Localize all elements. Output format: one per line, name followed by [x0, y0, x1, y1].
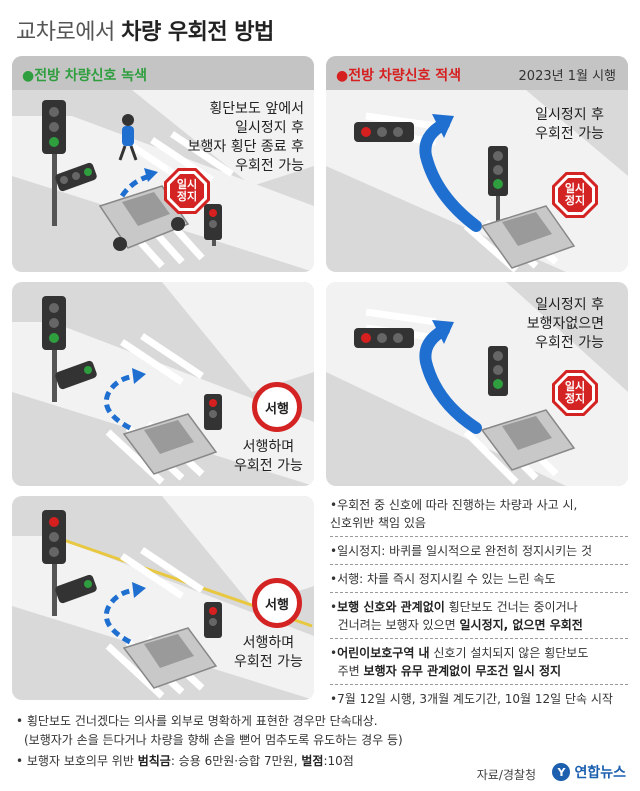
note-line: •어린이보호구역 내 신호기 설치되지 않은 횡단보도 [330, 646, 589, 660]
note-item: •우회전 중 신호에 따라 진행하는 차량과 사고 시, 신호위반 책임 있음 [330, 496, 630, 532]
source-credit: 자료/경찰청 [476, 768, 536, 782]
note-emphasis: 일시정지, 없으면 우회전 [459, 618, 583, 632]
note-text: 주변 [337, 664, 364, 678]
caption-line: 횡단보도 앞에서 [209, 101, 304, 117]
panel-red-scene [326, 90, 628, 272]
green-signal-label: ●전방 차량신호 녹색 [22, 68, 148, 84]
note-line: 신호위반 책임 있음 [330, 516, 426, 530]
caption-line: 보행자없으면 [526, 316, 604, 332]
note-item: •어린이보호구역 내 신호기 설치되지 않은 횡단보도 주변 보행자 유무 관계… [330, 644, 630, 680]
panel-slow-2: 서행 서행하며 우회전 가능 [12, 496, 314, 700]
footnote-3: • 보행자 보호의무 위반 범칙금: 승용 6만원·승합 7만원, 벌점:10점 [16, 752, 354, 770]
red-signal-label: ●전방 차량신호 적색 [336, 68, 462, 84]
panel-slow-2-caption: 서행하며 우회전 가능 [234, 634, 303, 672]
note-line: •보행 신호와 관계없이 횡단보도 건너는 중이거나 [330, 600, 578, 614]
stop-sign-icon: 일시정지 [552, 370, 598, 416]
slow-sign-text: 서행 [265, 597, 289, 613]
fine-text: • 보행자 보호의무 위반 [16, 754, 138, 768]
caption-line: 일시정지 후 [235, 120, 304, 136]
divider [330, 684, 628, 685]
footnote-1: • 횡단보도 건너겠다는 의사를 외부로 명확하게 표현한 경우만 단속대상. [16, 714, 378, 728]
footnote-2: (보행자가 손을 든다거나 차량을 향해 손을 뻗어 멈추도록 유도하는 경우 … [24, 733, 403, 747]
note-item: •보행 신호와 관계없이 횡단보도 건너는 중이거나 건너려는 보행자 있으면 … [330, 598, 630, 634]
note-line: •일시정지: 바퀴를 일시적으로 완전히 정지시키는 것 [330, 544, 593, 558]
note-line: 건너려는 보행자 있으면 일시정지, 없으면 우회전 [330, 616, 630, 634]
caption-line: 일시정지 후 [535, 107, 604, 123]
brand-name: 연합뉴스 [574, 765, 626, 781]
stop-sign-icon: 일시정지 [164, 168, 210, 214]
note-emphasis: 보행자 유무 관계없이 무조건 일시 정지 [363, 664, 562, 678]
title-light: 교차로에서 [16, 20, 115, 45]
effective-date: 2023년 1월 시행 [518, 69, 616, 84]
panel-slow-1: 서행 서행하며 우회전 가능 [12, 282, 314, 486]
slow-sign-icon: 서행 [252, 382, 302, 432]
penalty-text: :10점 [323, 754, 354, 768]
caption-line: 보행자 횡단 종료 후 [187, 139, 304, 155]
panel-red-signal: ●전방 차량신호 적색 2023년 1월 시행 일시정지 후 우회전 가능 일시… [326, 56, 628, 272]
caption-line: 서행하며 [242, 439, 295, 455]
note-text: 횡단보도 건너는 중이거나 [444, 600, 578, 614]
divider [330, 592, 628, 593]
fine-label: 범칙금 [137, 754, 171, 768]
note-line: •7월 12일 시행, 3개월 계도기간, 10월 12일 단속 시작 [330, 692, 613, 706]
caption-line: 우회전 가능 [535, 126, 604, 142]
stop-sign-icon: 일시정지 [552, 172, 598, 218]
divider [330, 536, 628, 537]
panel-green-caption: 횡단보도 앞에서 일시정지 후 보행자 횡단 종료 후 우회전 가능 [188, 100, 304, 176]
panel-stop-scene [326, 282, 628, 486]
page-title: 교차로에서 차량 우회전 방법 [16, 14, 274, 46]
panel-green-signal: ●전방 차량신호 녹색 횡단보도 앞에서 일시정지 후 보행자 횡단 종료 후 … [12, 56, 314, 272]
note-line: •서행: 차를 즉시 정지시킬 수 있는 느린 속도 [330, 572, 556, 586]
panel-stop-no-pedestrian: 일시정지 후 보행자없으면 우회전 가능 일시정지 [326, 282, 628, 486]
caption-line: 서행하며 [242, 635, 295, 651]
divider [330, 564, 628, 565]
slow-sign-icon: 서행 [252, 578, 302, 628]
fine-text: : 승용 6만원·승합 7만원, [170, 754, 302, 768]
brand-logo: Y 연합뉴스 [552, 762, 626, 782]
note-emphasis: 보행 신호와 관계없이 [337, 600, 445, 614]
stop-sign-text: 일시정지 [176, 178, 198, 203]
divider [330, 638, 628, 639]
stop-sign-text: 일시정지 [564, 380, 586, 405]
note-text: 건너려는 보행자 있으면 [337, 618, 460, 632]
stop-sign-text: 일시정지 [564, 182, 586, 207]
note-line: 주변 보행자 유무 관계없이 무조건 일시 정지 [330, 662, 630, 680]
panel-green-header: ●전방 차량신호 녹색 [12, 56, 314, 90]
note-item: •7월 12일 시행, 3개월 계도기간, 10월 12일 단속 시작 [330, 690, 630, 708]
panel-stop-caption: 일시정지 후 보행자없으면 우회전 가능 [527, 296, 604, 353]
caption-line: 우회전 가능 [234, 458, 303, 474]
slow-sign-text: 서행 [265, 401, 289, 417]
panel-slow-1-scene [12, 282, 314, 486]
title-bold: 차량 우회전 방법 [121, 20, 274, 45]
caption-line: 우회전 가능 [235, 158, 304, 174]
caption-line: 우회전 가능 [234, 654, 303, 670]
penalty-label: 벌점 [301, 754, 324, 768]
panel-red-header: ●전방 차량신호 적색 2023년 1월 시행 [326, 56, 628, 90]
panel-green-scene [12, 90, 314, 272]
note-line: •우회전 중 신호에 따라 진행하는 차량과 사고 시, [330, 498, 578, 512]
note-text: 신호기 설치되지 않은 횡단보도 [429, 646, 589, 660]
note-emphasis: 어린이보호구역 내 [337, 646, 430, 660]
caption-line: 일시정지 후 [535, 297, 604, 313]
caption-line: 우회전 가능 [535, 335, 604, 351]
note-item: •서행: 차를 즉시 정지시킬 수 있는 느린 속도 [330, 570, 630, 588]
brand-icon: Y [552, 763, 571, 781]
panel-red-caption: 일시정지 후 우회전 가능 [535, 106, 604, 144]
panel-slow-1-caption: 서행하며 우회전 가능 [234, 438, 303, 476]
note-item: •일시정지: 바퀴를 일시적으로 완전히 정지시키는 것 [330, 542, 630, 560]
